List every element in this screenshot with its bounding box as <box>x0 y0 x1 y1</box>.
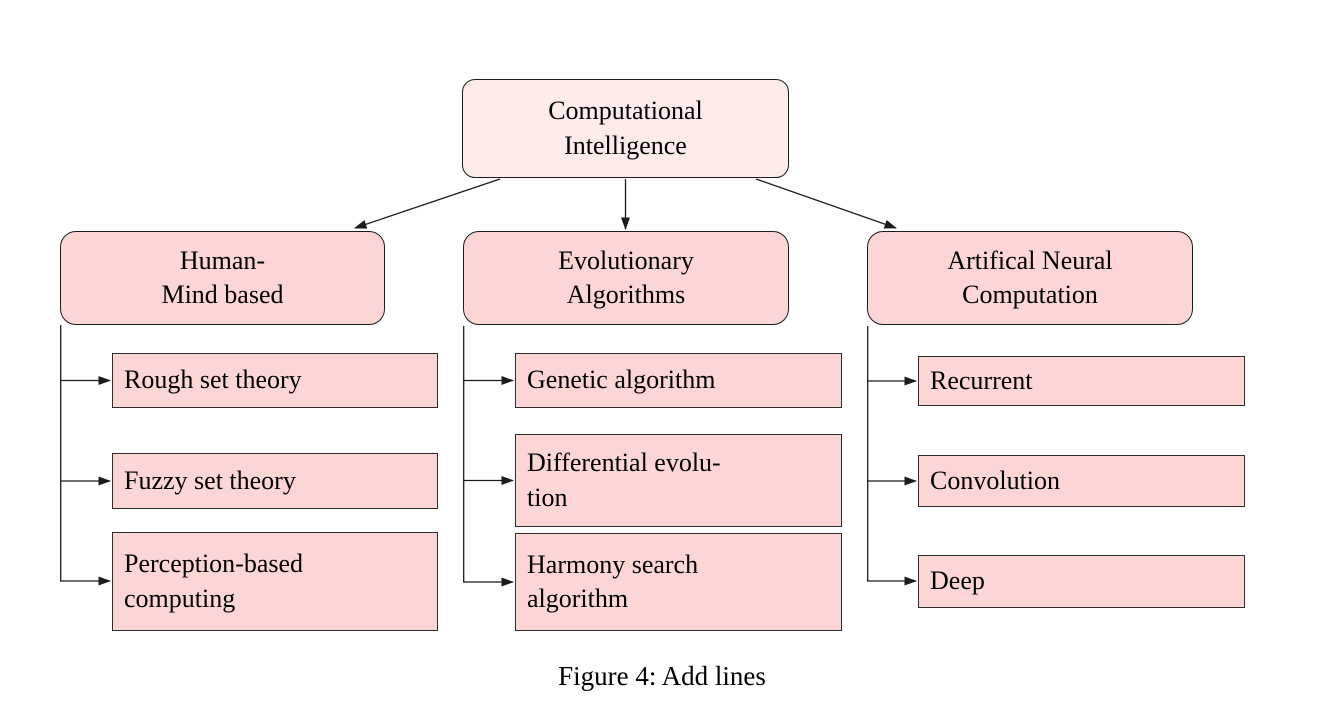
node-fuzzy-set-theory: Fuzzy set theory <box>112 453 438 509</box>
node-evolutionary-algorithms: Evolutionary Algorithms <box>463 231 789 325</box>
node-artifical-neural-computation: Artifical Neural Computation <box>867 231 1193 325</box>
node-harmony-search-algorithm: Harmony search algorithm <box>515 533 842 631</box>
node-rough-set-theory: Rough set theory <box>112 353 438 408</box>
figure-caption: Figure 4: Add lines <box>558 661 766 691</box>
node-differential-evolution: Differential evolu- tion <box>515 434 842 527</box>
node-human-mind-based: Human- Mind based <box>60 231 385 325</box>
arrow-root-to-human-mind <box>354 178 501 229</box>
node-deep: Deep <box>918 555 1245 608</box>
node-computational-intelligence: Computational Intelligence <box>462 79 789 178</box>
node-genetic-algorithm: Genetic algorithm <box>515 353 842 408</box>
node-convolution: Convolution <box>918 455 1245 507</box>
node-perception-based-computing: Perception-based computing <box>112 532 438 631</box>
arrow-root-to-neural <box>755 178 897 229</box>
node-recurrent: Recurrent <box>918 356 1245 406</box>
